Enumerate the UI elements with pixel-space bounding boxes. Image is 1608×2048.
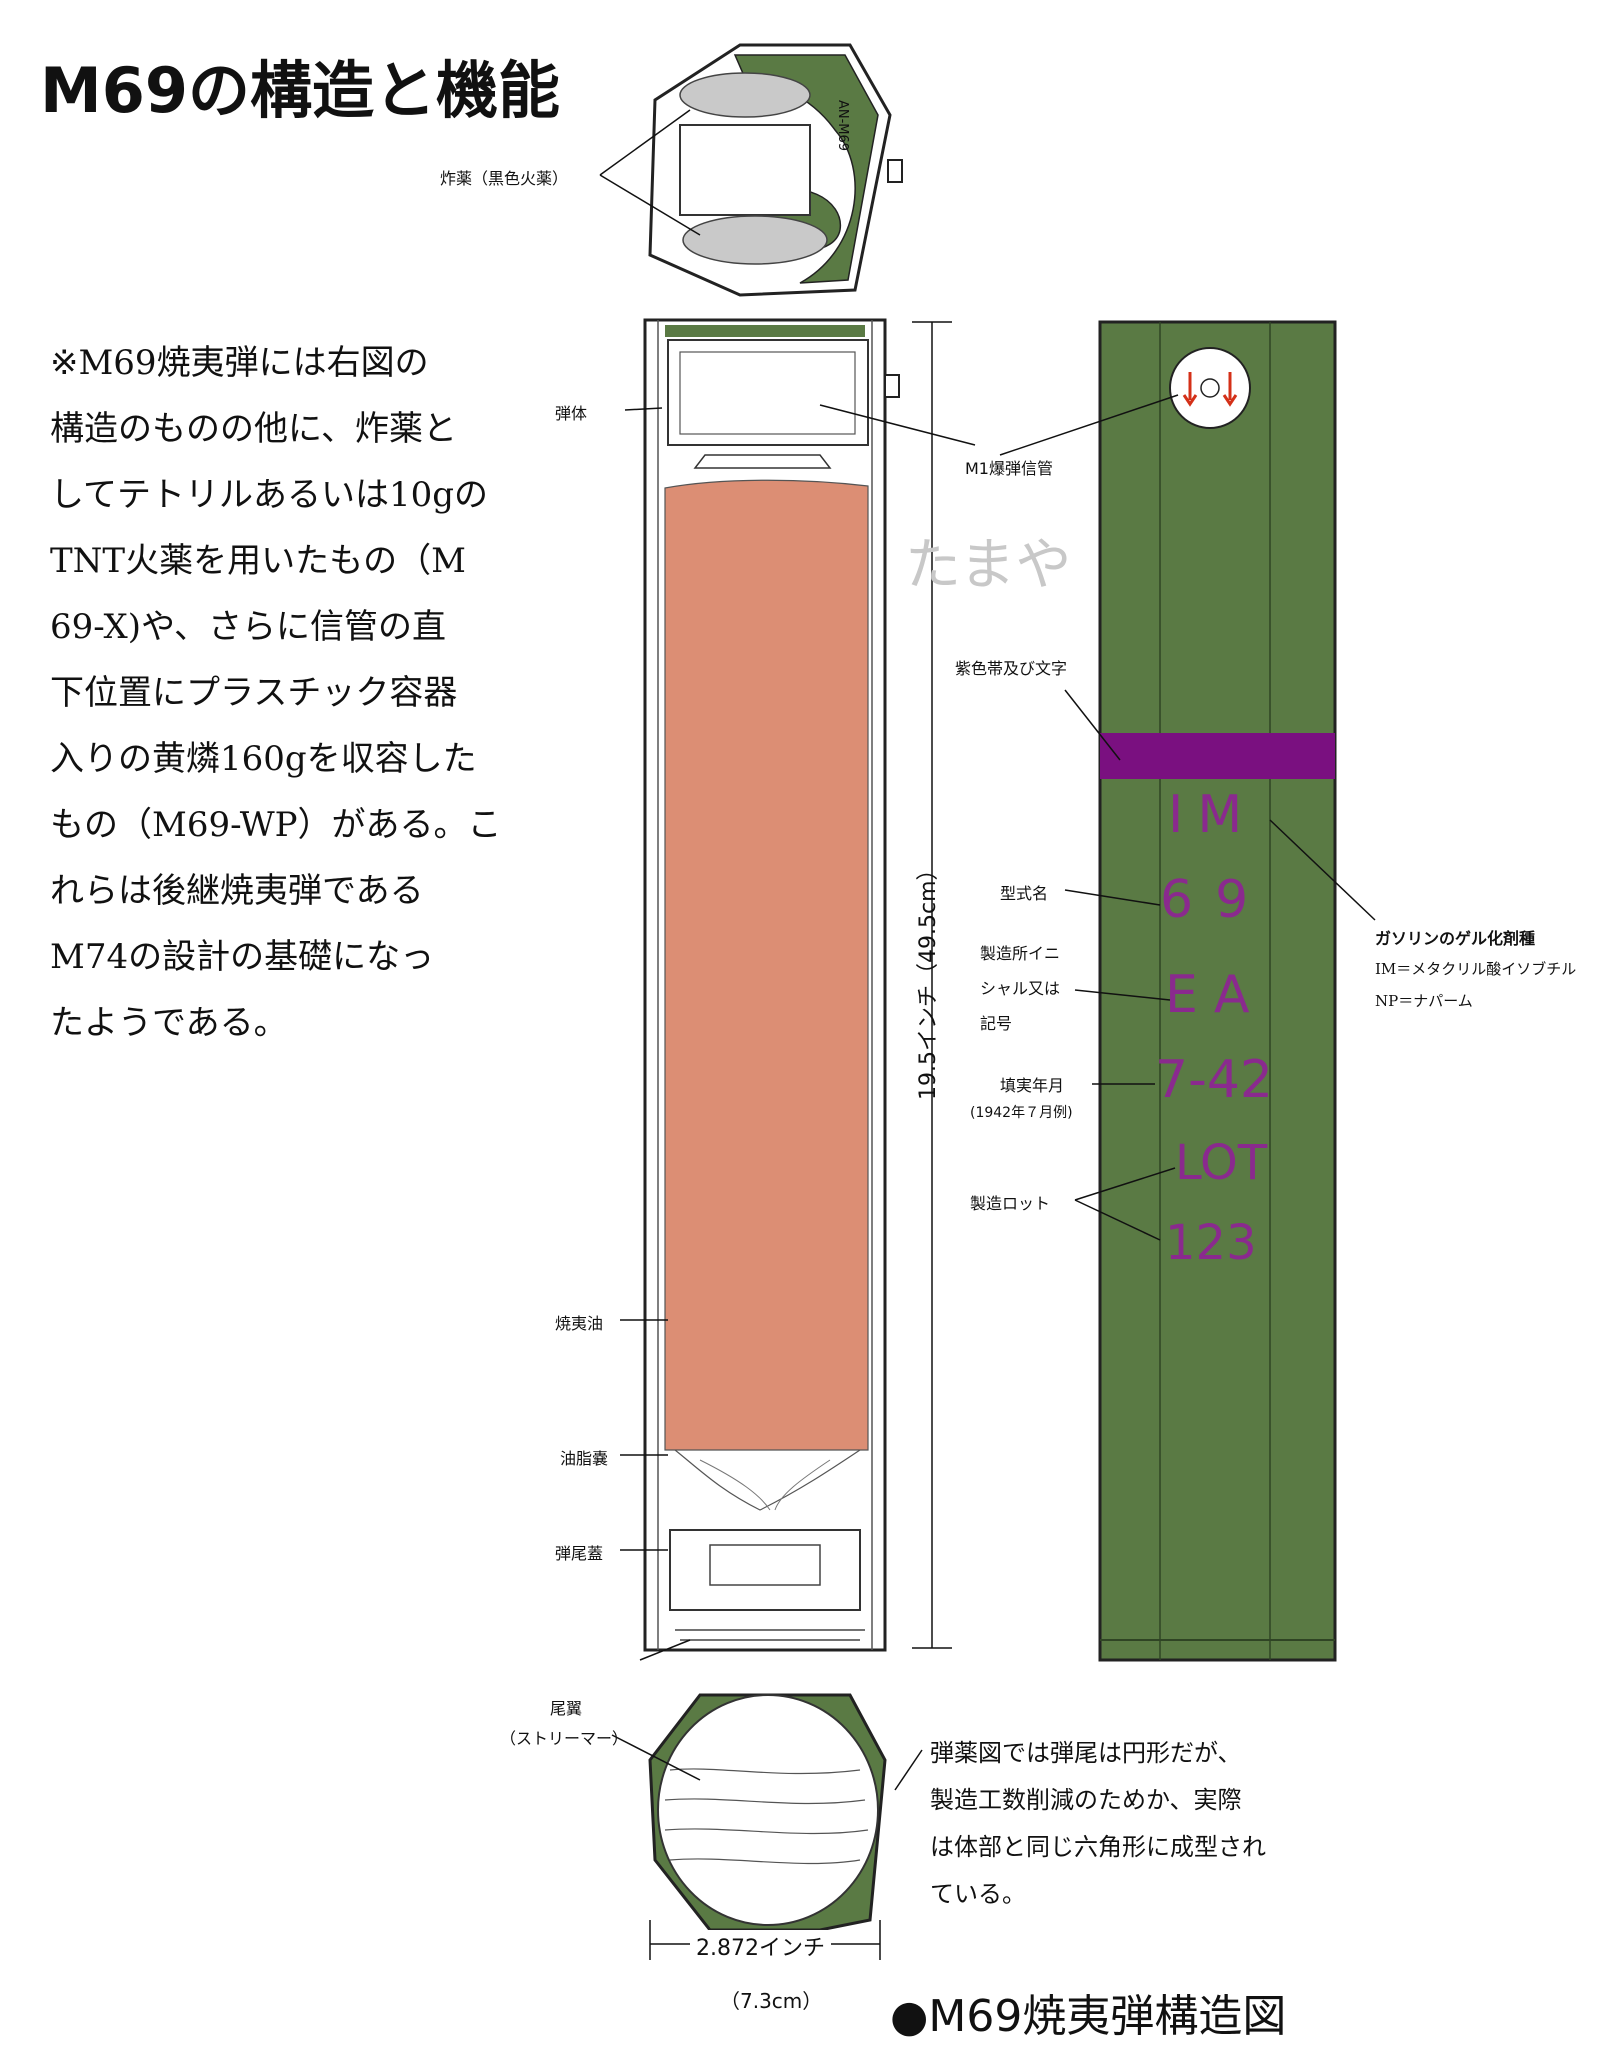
tail-cap-label: 弾尾蓋	[555, 1544, 604, 1563]
tail-note-line: ている。	[930, 1880, 1026, 1908]
note-line: 下位置にプラスチック容器	[50, 673, 458, 713]
maker-label-line-3: 記号	[980, 1014, 1013, 1033]
marking-date: 7-42	[1155, 1050, 1274, 1110]
tail-fin-label: 尾翼	[550, 1699, 583, 1718]
note-line: 69-X)や、さらに信管の直	[50, 607, 446, 647]
tail-note-line: 製造工数削減のためか、実際	[930, 1786, 1242, 1814]
note-line: 入りの黄燐160gを収容した	[50, 739, 477, 779]
gel-agent-im: IM＝メタクリル酸イソブチル	[1375, 960, 1577, 978]
sectional-view	[620, 318, 976, 1652]
explosive-label: 炸薬（黒色火薬）	[440, 169, 569, 188]
marking-maker: EA	[1165, 965, 1266, 1025]
fill-date-label: 填実年月	[1000, 1076, 1065, 1095]
note-line: TNT火薬を用いたもの（M	[50, 541, 466, 581]
note-line: M74の設計の基礎になっ	[50, 937, 435, 977]
note-line: もの（M69-WP）がある。こ	[50, 805, 502, 845]
tail-cross-section	[611, 1639, 923, 1960]
top-stencil: AN-M69	[835, 100, 850, 152]
note-line: ※M69焼夷弾には右図の	[50, 343, 429, 383]
width-dimension-label: 2.872インチ	[690, 1930, 831, 1962]
note-line: れらは後継焼夷弾である	[50, 871, 424, 911]
marking-lot-number: 123	[1165, 1215, 1257, 1271]
top-cross-section	[599, 43, 903, 297]
body-label: 弾体	[555, 404, 588, 423]
watermark: たまや	[905, 533, 1072, 598]
tail-shape-note: 弾薬図では弾尾は円形だが、 製造工数削減のためか、実際 は体部と同じ六角形に成型…	[930, 1730, 1266, 1918]
fuze-label: M1爆弾信管	[965, 459, 1053, 478]
gel-agent-np: NP＝ナパーム	[1375, 992, 1473, 1010]
purple-band-label: 紫色帯及び文字	[955, 659, 1068, 678]
marking-model-number: 69	[1160, 870, 1271, 930]
figure-caption: ●M69焼夷弾構造図	[890, 1991, 1287, 2042]
gel-agent-title: ガソリンのゲル化剤種	[1375, 929, 1536, 948]
marking-im: IM	[1168, 785, 1257, 845]
marking-lot-word: LOT	[1175, 1135, 1268, 1191]
streamer-label: （ストリーマー）	[500, 1729, 629, 1748]
exterior-view	[999, 320, 1376, 1662]
fill-date-example: (1942年７月例)	[970, 1105, 1073, 1121]
length-dimension-label: 19.5インチ（49.5cm）	[916, 858, 941, 1101]
grease-bag-label: 油脂嚢	[560, 1449, 609, 1468]
explanatory-note: ※M69焼夷弾には右図の 構造のものの他に、炸薬と してテトリルあるいは10gの…	[50, 330, 502, 1056]
note-line: 構造のものの他に、炸薬と	[50, 409, 457, 449]
incendiary-oil-label: 焼夷油	[555, 1314, 604, 1333]
maker-label-line-1: 製造所イニ	[980, 944, 1061, 963]
tail-note-line: は体部と同じ六角形に成型され	[930, 1833, 1266, 1861]
maker-label-line-2: シャル又は	[980, 979, 1061, 998]
model-label: 型式名	[1000, 884, 1049, 903]
lot-label: 製造ロット	[970, 1194, 1051, 1213]
width-dimension-cm: （7.3cm）	[720, 1989, 823, 2013]
note-line: たようである。	[50, 1003, 288, 1043]
tail-note-line: 弾薬図では弾尾は円形だが、	[930, 1739, 1242, 1767]
note-line: してテトリルあるいは10gの	[50, 475, 489, 515]
page-title: M69の構造と機能	[40, 54, 560, 127]
